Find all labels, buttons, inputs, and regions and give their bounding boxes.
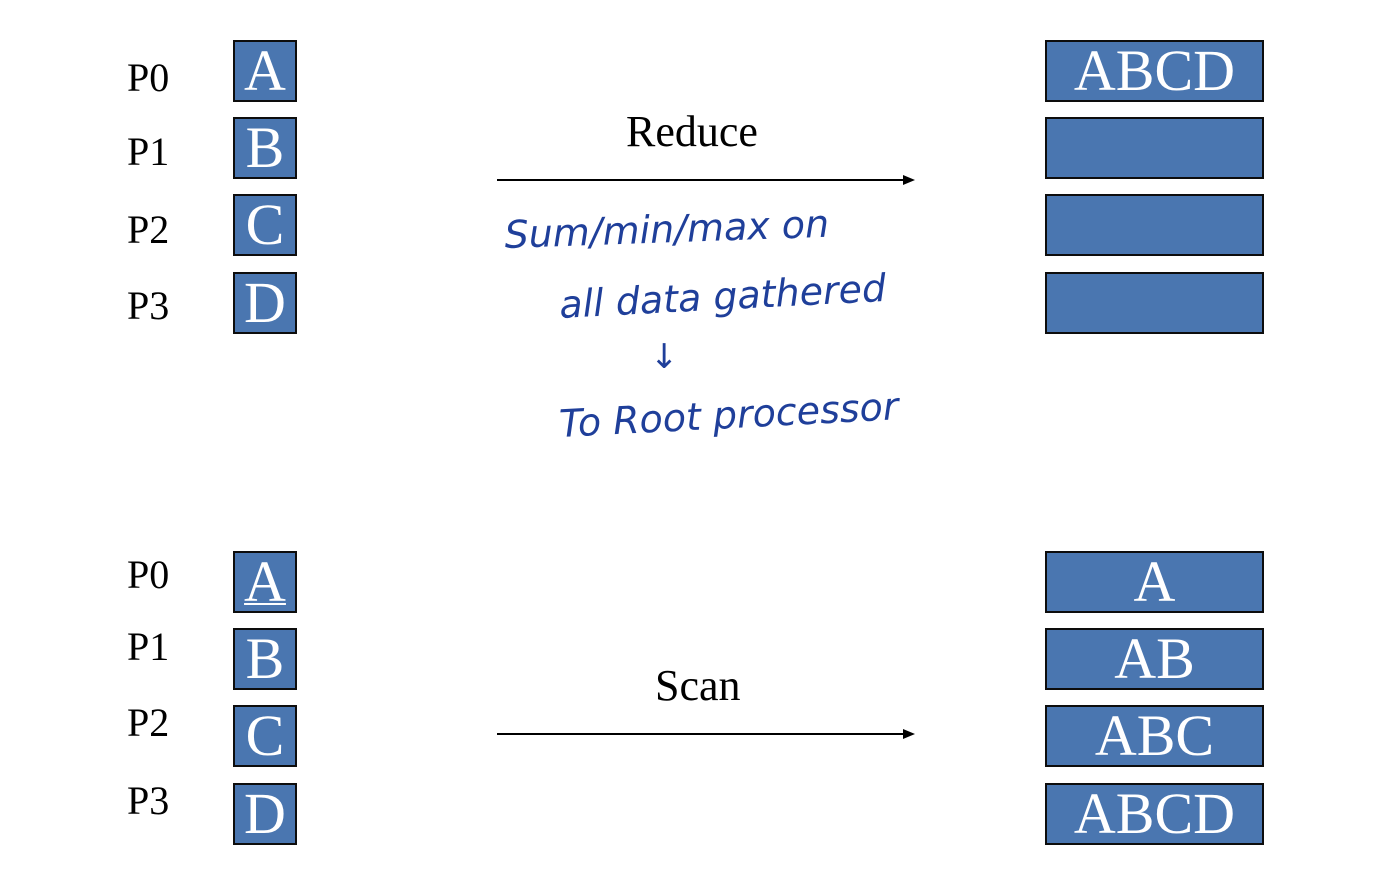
annotation-arrow-down: ↓	[650, 337, 679, 377]
scan-process-label-p0: P0	[127, 552, 170, 597]
scan-process-label-p2: P2	[127, 700, 170, 745]
reduce-output-box-p3	[1045, 272, 1264, 334]
scan-output-box-p0: A	[1045, 551, 1264, 613]
reduce-output-box-p0: ABCD	[1045, 40, 1264, 102]
annotation-line-2: all data gathered	[558, 266, 888, 327]
scan-process-label-p3: P3	[127, 778, 170, 823]
scan-input-box-p0: A	[233, 551, 297, 613]
reduce-output-box-p2	[1045, 194, 1264, 256]
scan-process-label-p1: P1	[127, 624, 170, 669]
scan-operation-label: Scan	[655, 661, 741, 710]
scan-input-box-p1: B	[233, 628, 297, 690]
scan-arrow	[497, 729, 915, 739]
scan-input-label-p0: A	[244, 551, 286, 613]
reduce-arrow	[497, 175, 915, 185]
annotation-line-3: To Root processor	[558, 384, 902, 446]
reduce-input-box-p0: A	[233, 40, 297, 102]
reduce-process-label-p2: P2	[127, 207, 170, 252]
scan-output-box-p3: ABCD	[1045, 783, 1264, 845]
reduce-input-box-p2: C	[233, 194, 297, 256]
reduce-output-box-p1	[1045, 117, 1264, 179]
reduce-process-label-p3: P3	[127, 283, 170, 328]
scan-output-box-p1: AB	[1045, 628, 1264, 690]
annotation-line-1: Sum/min/max on	[504, 202, 830, 257]
scan-input-box-p2: C	[233, 705, 297, 767]
reduce-input-box-p3: D	[233, 272, 297, 334]
handwritten-annotation: Sum/min/max on all data gathered ↓ To Ro…	[504, 202, 902, 446]
reduce-operation-label: Reduce	[626, 107, 758, 156]
scan-input-box-p3: D	[233, 783, 297, 845]
reduce-process-label-p0: P0	[127, 55, 170, 100]
reduce-input-box-p1: B	[233, 117, 297, 179]
reduce-process-label-p1: P1	[127, 129, 170, 174]
scan-output-box-p2: ABC	[1045, 705, 1264, 767]
